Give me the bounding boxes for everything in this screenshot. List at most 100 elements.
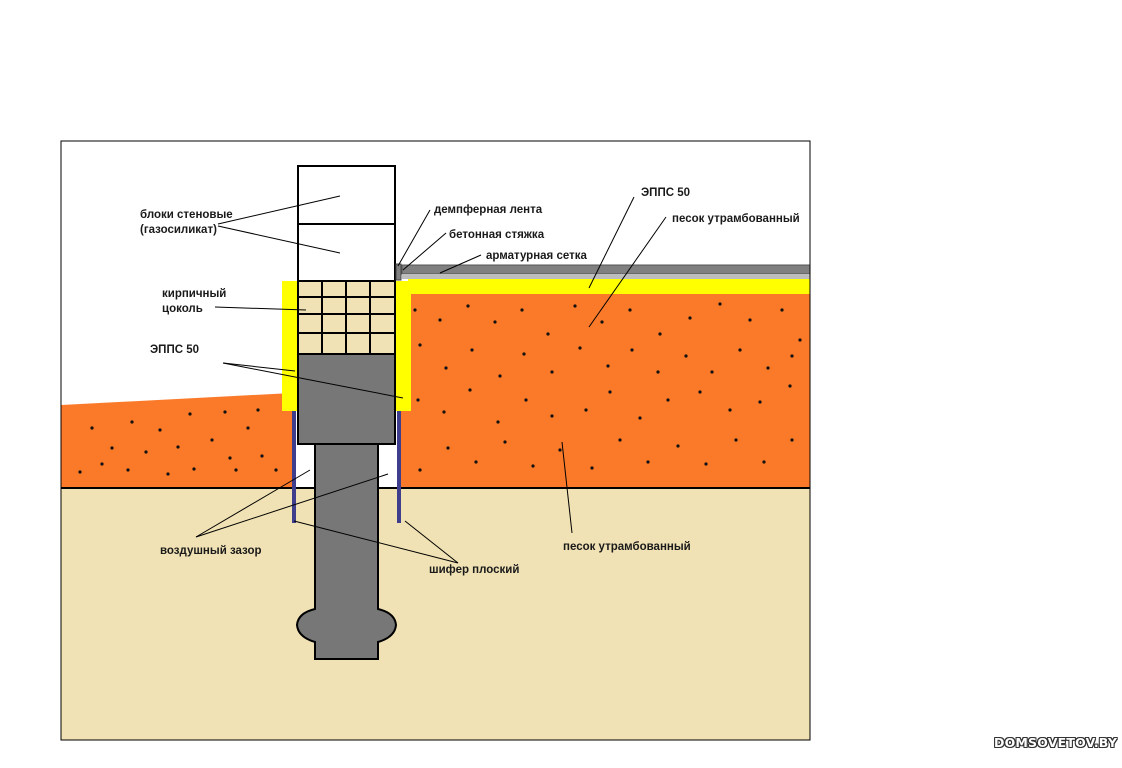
sand-dot — [578, 346, 582, 350]
ground-soil — [61, 488, 810, 740]
label-air-gap: воздушный зазор — [160, 545, 262, 557]
sand-dot — [718, 302, 722, 306]
sand-dot — [442, 410, 446, 414]
damper-tape — [395, 263, 402, 281]
sand-dot — [503, 440, 507, 444]
label-brick-plinth-line2: цоколь — [162, 303, 203, 315]
sand-dot — [698, 390, 702, 394]
label-wall-blocks-line2: (газосиликат) — [140, 224, 217, 236]
sand-dot — [646, 460, 650, 464]
screed-rebar-band — [402, 274, 810, 279]
sand-dot — [546, 332, 550, 336]
sand-dot — [223, 410, 227, 414]
label-sand-bottom: песок утрамбованный — [563, 541, 691, 553]
frame-border — [60, 140, 811, 741]
sand-dot — [90, 426, 94, 430]
right-sand-fill — [398, 294, 810, 488]
sand-dot — [130, 420, 134, 424]
sand-dot — [704, 462, 708, 466]
sand-dot — [584, 408, 588, 412]
sand-dot — [738, 348, 742, 352]
sand-dot — [780, 308, 784, 312]
sand-dot — [630, 348, 634, 352]
sand-dot — [416, 398, 420, 402]
sand-dot — [474, 460, 478, 464]
sand-dot — [762, 460, 766, 464]
slate-left — [292, 411, 296, 523]
sand-dot — [766, 366, 770, 370]
sand-dot — [176, 445, 180, 449]
sand-dot — [496, 420, 500, 424]
concrete-screed — [401, 264, 811, 275]
sand-dot — [466, 304, 470, 308]
label-concrete-screed: бетонная стяжка — [449, 229, 545, 241]
sand-dot — [256, 408, 260, 412]
label-damper-tape: демпферная лента — [434, 204, 543, 216]
sand-dot — [666, 398, 670, 402]
sand-dot — [188, 412, 192, 416]
leader-lines — [195, 195, 667, 564]
sand-dot — [728, 408, 732, 412]
sand-dot — [656, 370, 660, 374]
sand-dot — [520, 308, 524, 312]
eps-floor-layer — [408, 279, 810, 294]
sand-dot — [558, 448, 562, 452]
sand-dot — [100, 462, 104, 466]
watermark: DOMSOVETOV.BY — [994, 735, 1118, 750]
label-sand-top: песок утрамбованный — [672, 213, 800, 225]
sand-dot — [628, 308, 632, 312]
sand-dot — [210, 438, 214, 442]
sand-dot — [710, 370, 714, 374]
sand-dot — [618, 438, 622, 442]
sand-dot — [606, 364, 610, 368]
sand-dot — [608, 390, 612, 394]
grillage — [297, 353, 396, 445]
sand-dot — [498, 374, 502, 378]
sand-dot — [638, 416, 642, 420]
sand-dot — [144, 450, 148, 454]
sand-dot — [438, 318, 442, 322]
sand-dot — [78, 470, 82, 474]
sand-dot — [446, 446, 450, 450]
label-rebar-mesh: арматурная сетка — [486, 250, 587, 262]
sand-dot — [790, 354, 794, 358]
label-brick-plinth-line1: кирпичный — [162, 288, 226, 300]
sand-dot — [550, 370, 554, 374]
sand-dot — [573, 304, 577, 308]
sand-dot — [590, 466, 594, 470]
eps-right-vertical — [395, 281, 411, 411]
bored-pile — [295, 443, 398, 660]
sand-dot — [658, 332, 662, 336]
sand-dot — [798, 338, 802, 342]
sand-dot — [228, 456, 232, 460]
label-flat-slate: шифер плоский — [429, 564, 519, 576]
sand-dot — [158, 428, 162, 432]
sand-dot — [126, 468, 130, 472]
sand-dot — [444, 366, 448, 370]
sand-dot — [260, 454, 264, 458]
label-wall-blocks-line1: блоки стеновые — [140, 209, 233, 221]
sand-dot — [522, 352, 526, 356]
sand-dot — [600, 320, 604, 324]
sand-dot — [110, 446, 114, 450]
eps-left-vertical — [282, 281, 298, 411]
label-epps-left: ЭППС 50 — [150, 344, 199, 356]
sand-dot — [234, 468, 238, 472]
brick-joints — [298, 281, 395, 354]
sand-dot — [493, 320, 497, 324]
sand-dot — [246, 426, 250, 430]
left-sand-fill — [61, 393, 292, 488]
sand-dot — [676, 444, 680, 448]
label-epps-top: ЭППС 50 — [641, 187, 690, 199]
sand-dot — [470, 348, 474, 352]
air-gap-right — [378, 444, 395, 488]
sand-dot — [192, 467, 196, 471]
air-gap-left — [298, 444, 315, 488]
sand-dot — [748, 318, 752, 322]
sand-dot — [418, 343, 422, 347]
sand-dot — [790, 438, 794, 442]
sand-dot — [524, 398, 528, 402]
sand-dot — [758, 400, 762, 404]
sand-dot — [734, 438, 738, 442]
